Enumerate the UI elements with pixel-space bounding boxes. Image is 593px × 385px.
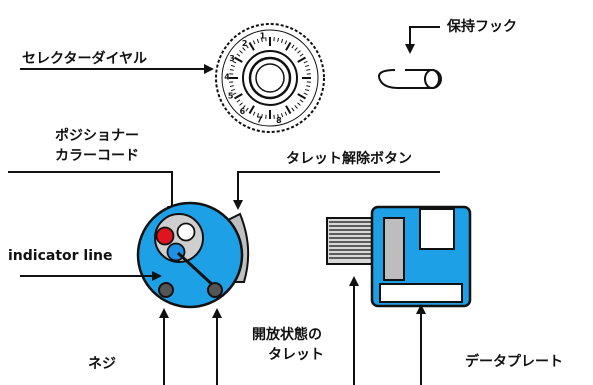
- holding-hook: [378, 69, 442, 89]
- label-indicator-line: indicator line: [8, 248, 113, 264]
- open-turret-notch: [419, 208, 455, 250]
- dial-tick: [284, 111, 288, 116]
- label-position-color-code-line2: カラーコード: [55, 148, 139, 164]
- holding-hook-pointer: [405, 26, 440, 54]
- dial-tick: [297, 50, 301, 54]
- dial-tick: [245, 44, 249, 49]
- dial-number: 7: [257, 116, 263, 125]
- dial-tick: [256, 113, 260, 118]
- knob-ridges: [329, 221, 373, 259]
- label-turret-release-button: タレット解除ボタン: [286, 151, 412, 167]
- dial-tick: [299, 99, 304, 103]
- dial-tick: [232, 92, 237, 96]
- dial-tick: [242, 105, 246, 109]
- turret-assembly: [136, 201, 250, 309]
- dial-tick: [239, 102, 243, 106]
- dial-tick: [297, 102, 301, 106]
- screw-right: [207, 282, 223, 298]
- dial-tick: [291, 44, 295, 49]
- dial-tick: [277, 37, 280, 42]
- dial-tick: [233, 93, 243, 100]
- dial-tick: [280, 113, 284, 118]
- dial-tick: [230, 88, 235, 92]
- dial-tick: [252, 40, 256, 45]
- dial-number: 2: [242, 39, 248, 48]
- dial-number-marks: 1 23 4 56 7 8: [224, 32, 282, 125]
- dial-tick: [303, 92, 308, 96]
- data-plate: [379, 283, 463, 303]
- dial-tick: [306, 85, 311, 88]
- position-white: [176, 222, 196, 242]
- dial-tick: [305, 64, 310, 68]
- dial-tick: [236, 53, 241, 57]
- dial-tick: [284, 40, 288, 45]
- indicator-mark: [176, 251, 217, 289]
- dial-tick: [260, 114, 263, 119]
- open-turret-window: [383, 217, 405, 281]
- label-open-turret-line1: 開放状態の: [252, 327, 322, 343]
- label-selector-dial: セレクターダイヤル: [22, 51, 148, 67]
- dial-tick: [297, 56, 307, 63]
- open-turret-knob: [326, 217, 376, 265]
- label-data-plate: データプレート: [465, 354, 563, 370]
- dial-ticks: [229, 37, 311, 119]
- dial-tick: [230, 64, 235, 68]
- dial-tick: [229, 68, 234, 71]
- dial-tick: [280, 38, 284, 43]
- dial-tick: [252, 111, 256, 116]
- dial-tick: [245, 107, 249, 112]
- dial-tick: [297, 93, 307, 100]
- dial-tick: [232, 60, 237, 64]
- dial-tick: [303, 60, 308, 64]
- dial-tick: [305, 88, 310, 92]
- position-red: [155, 226, 175, 246]
- dial-tick: [248, 41, 255, 51]
- label-holding-hook: 保持フック: [447, 19, 517, 35]
- dial-number: 4: [224, 72, 230, 81]
- dial-tick: [239, 50, 243, 54]
- position-color-code-pointer: [8, 171, 177, 216]
- dial-tick: [285, 41, 292, 51]
- dial-tick: [299, 53, 304, 57]
- dial-tick: [277, 114, 280, 119]
- label-open-turret-line2: タレット: [268, 347, 324, 363]
- dial-tick: [306, 68, 311, 71]
- dial-tick: [242, 47, 246, 51]
- label-screw: ネジ: [88, 356, 116, 372]
- dial-number: 5: [228, 91, 234, 100]
- dial-tick: [294, 105, 298, 109]
- turret-release-pointer: [233, 171, 440, 210]
- dial-tick: [260, 37, 263, 42]
- dial-tick: [256, 38, 260, 43]
- dial-number: 3: [229, 54, 235, 63]
- dial-tick: [294, 47, 298, 51]
- dial-tick: [248, 105, 255, 115]
- dial-number: 6: [240, 107, 246, 116]
- dial-tick: [291, 107, 295, 112]
- selector-dial: 1 23 4 56 7 8: [215, 23, 325, 133]
- dial-number: 1: [260, 32, 266, 41]
- dial-tick: [285, 105, 292, 115]
- label-position-color-code-line1: ポジショナー: [55, 128, 139, 144]
- dial-tick: [229, 85, 234, 88]
- dial-tick: [236, 99, 241, 103]
- open-turret: [326, 205, 472, 308]
- dial-number: 8: [276, 116, 282, 125]
- screw-left: [158, 282, 174, 298]
- dial-tick: [233, 56, 243, 63]
